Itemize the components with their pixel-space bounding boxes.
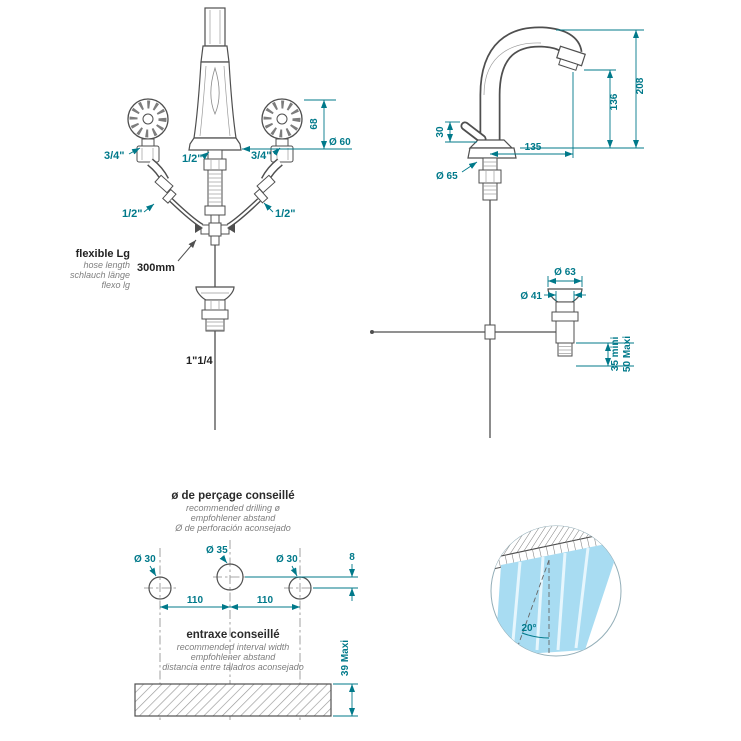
drilling-title: ø de perçage conseillé — [171, 490, 294, 502]
size-label-right-bottom: 1/2" — [275, 208, 296, 220]
drilling-subtitle-es: Ø de perforación aconsejado — [174, 523, 291, 533]
side-view: 136 208 135 30 Ø 65 Ø 63 Ø 41 35 mini — [370, 26, 646, 438]
flexible-es: flexo lg — [101, 280, 130, 290]
dim-110-right-label: 110 — [257, 595, 274, 606]
handle-knurl-left — [129, 100, 167, 138]
spray-streaks — [510, 547, 590, 653]
hole-right-label: Ø 30 — [276, 554, 298, 565]
dim-41-label: Ø 41 — [520, 291, 542, 302]
thickness-dimension: 39 Maxi — [333, 640, 358, 717]
flexible-value: 300mm — [137, 262, 175, 274]
interval-title: entraxe conseillé — [186, 629, 279, 641]
size-label-left-bottom: 1/2" — [122, 208, 143, 220]
dim-68-label: 68 — [309, 118, 320, 130]
interval-title-block: entraxe conseillé recommended interval w… — [162, 629, 304, 672]
aerator-side — [558, 58, 579, 71]
angle-arc — [521, 632, 550, 639]
drilling-subtitle-de: empfohlener abstand — [191, 513, 277, 523]
interval-subtitle-en: recommended interval width — [177, 642, 290, 652]
hose-arrow-right — [227, 223, 235, 233]
interval-subtitle-de: empfohlener abstand — [191, 652, 277, 662]
flexible-title: flexible Lg — [76, 248, 130, 260]
dim-135-label: 135 — [525, 142, 542, 153]
dim-30-label: 30 — [435, 126, 446, 138]
dim-110-left-label: 110 — [187, 595, 204, 606]
dim-65-label: Ø 65 — [436, 171, 458, 182]
drilling-title-block: ø de perçage conseillé recommended drill… — [171, 490, 294, 533]
front-dimensions: 68 Ø 60 3/4" 1/2" 3/4" 1/2" 1/2" — [104, 99, 352, 220]
valve-left — [127, 98, 204, 233]
popup-drain-front — [195, 286, 235, 332]
hole-center — [216, 563, 244, 591]
dim-50maxi-label: 50 Maxi — [622, 336, 633, 372]
flexible-leader-arrow — [177, 239, 197, 262]
angle-label: 20° — [521, 623, 536, 634]
size-label-left-top: 3/4" — [104, 150, 125, 162]
spout-front — [188, 7, 242, 216]
flexible-de: schlauch länge — [70, 270, 130, 280]
front-view: 68 Ø 60 3/4" 1/2" 3/4" 1/2" 1/2" flexibl… — [70, 7, 352, 430]
drilling-subtitle-en: recommended drilling ø — [186, 503, 281, 513]
handle-knurl-right — [263, 100, 301, 138]
popup-drain-side — [547, 288, 583, 357]
spout-side — [460, 26, 586, 201]
dim-60-label: Ø 60 — [329, 137, 351, 148]
interval-subtitle-es: distancia entre taladros aconsejado — [162, 662, 304, 672]
hole-left-label: Ø 30 — [134, 554, 156, 565]
side-shank-threads — [483, 161, 497, 195]
dim-35mini-label: 35 mini — [610, 337, 621, 372]
dim-136-label: 136 — [609, 93, 620, 110]
size-label-right-top: 3/4" — [251, 150, 272, 162]
size-label-center: 1/2" — [182, 153, 203, 165]
hose-arrow-left — [195, 223, 203, 233]
flexible-note: flexible Lg hose length schlauch länge f… — [70, 239, 197, 290]
drilling-diagram: ø de perçage conseillé recommended drill… — [134, 490, 358, 720]
flexible-en: hose length — [83, 260, 130, 270]
water-spray — [495, 541, 621, 656]
spout-teardrop-detail — [210, 66, 220, 116]
countertop-section — [134, 683, 332, 717]
side-dimensions: 136 208 135 30 Ø 65 Ø 63 Ø 41 35 mini — [435, 29, 646, 372]
dim-8-label: 8 — [349, 552, 355, 563]
lever-side — [462, 123, 485, 142]
spacing-dimensions: 110 110 — [160, 595, 300, 610]
cross-fitting — [200, 214, 230, 246]
spout-shank-threads — [208, 173, 222, 203]
spray-detail: 20° — [490, 525, 622, 657]
drain-size-label: 1"1/4 — [186, 355, 214, 367]
hole-center-label: Ø 35 — [206, 545, 228, 556]
dim-39maxi-label: 39 Maxi — [340, 640, 351, 676]
hole-left — [148, 576, 172, 600]
dim-208-label: 208 — [635, 77, 646, 94]
dim-63-label: Ø 63 — [554, 267, 576, 278]
spray-axis-angled — [514, 559, 550, 655]
offset-dimension: 8 — [245, 552, 358, 601]
